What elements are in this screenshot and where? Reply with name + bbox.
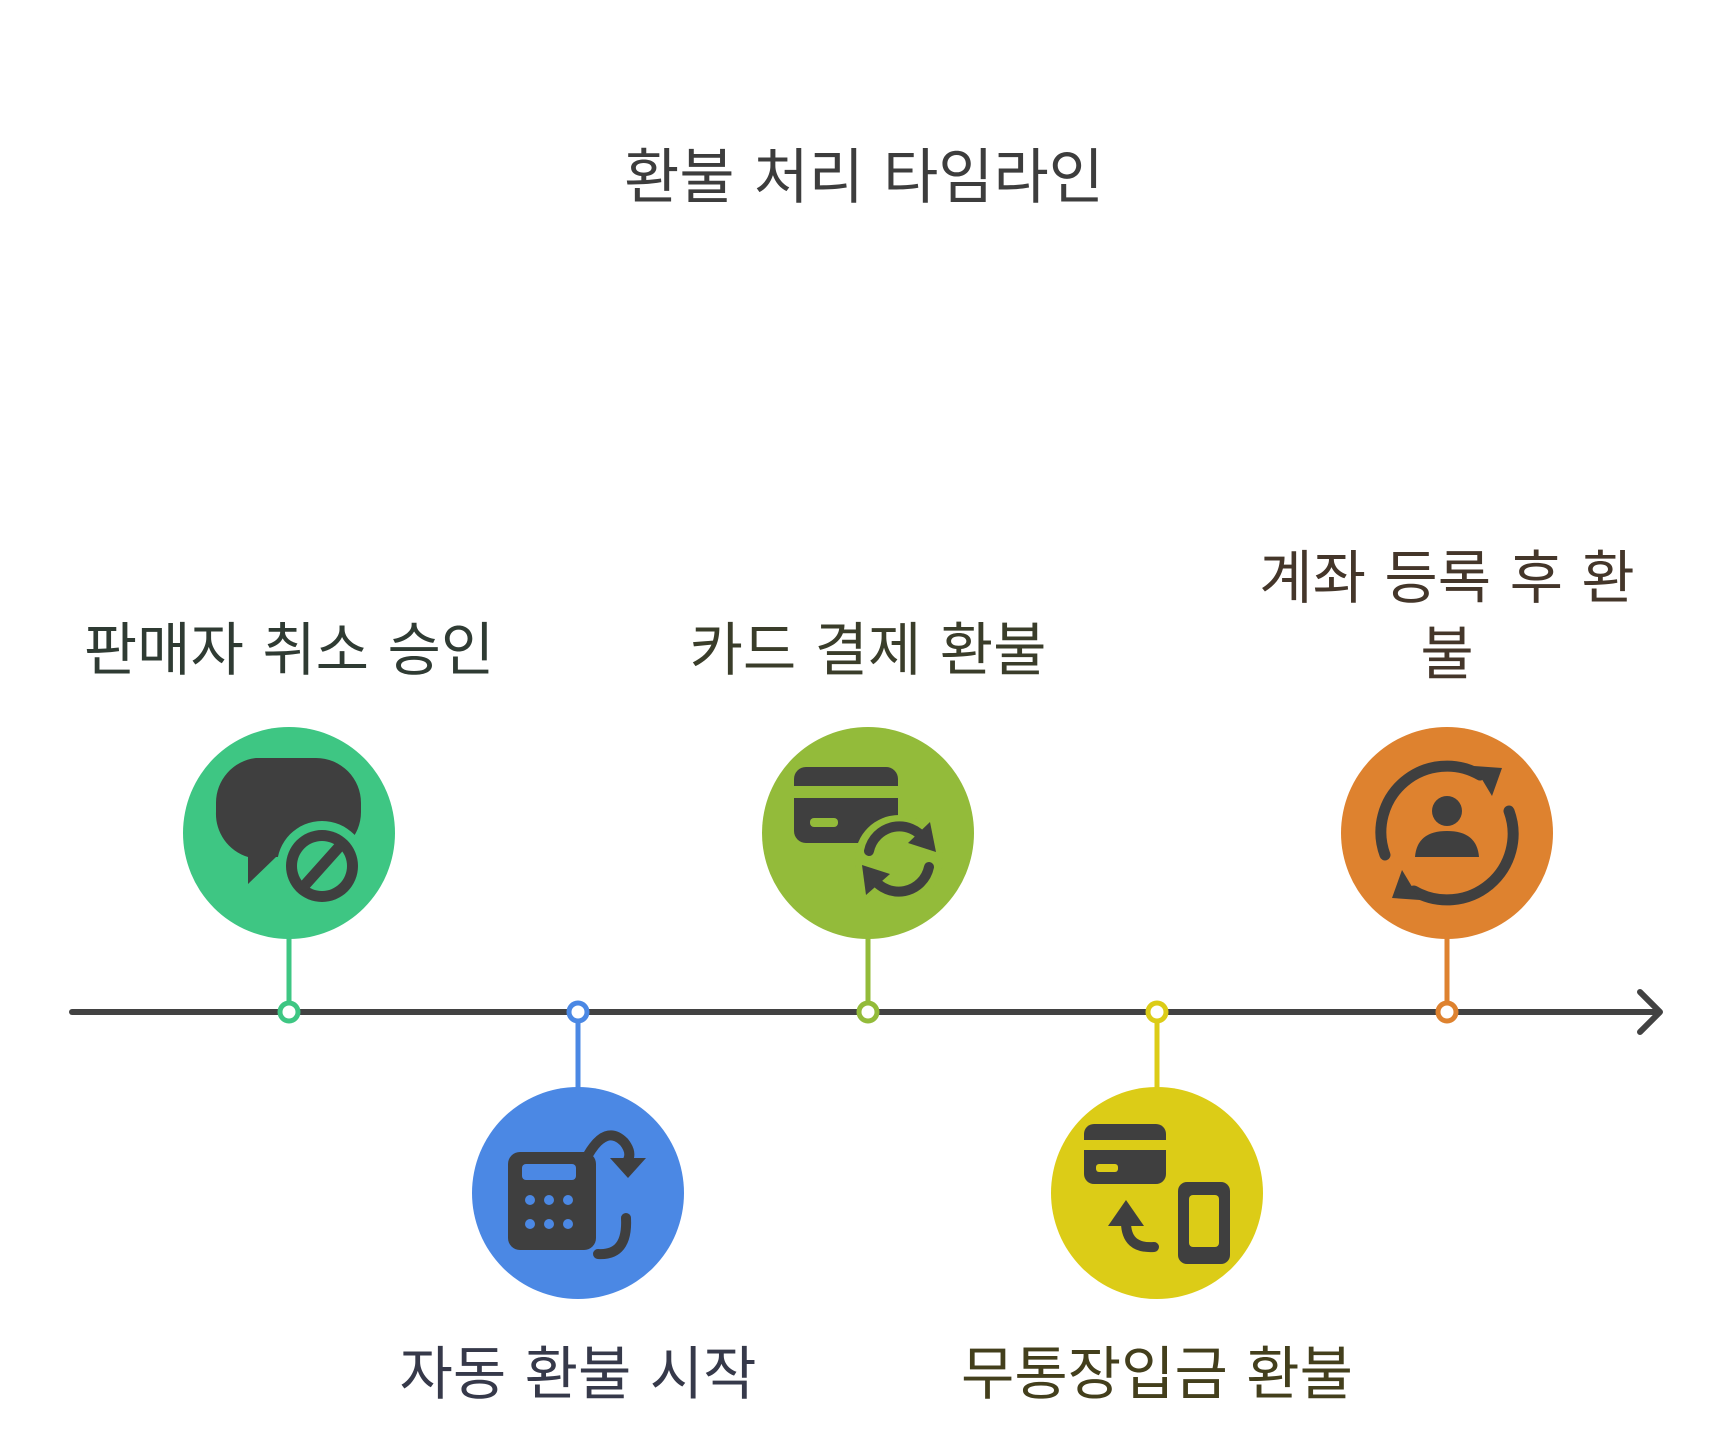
event-5-marker bbox=[1435, 1000, 1459, 1024]
event-3-marker bbox=[856, 1000, 880, 1024]
chat-block-icon bbox=[215, 758, 367, 911]
account-cycle-icon bbox=[1375, 760, 1519, 906]
axis-arrowhead bbox=[1637, 989, 1663, 1035]
event-3-label: 카드 결제 환불 bbox=[689, 616, 1047, 684]
event-4-marker bbox=[1145, 1000, 1169, 1024]
event-4-label: 무통장입금 환불 bbox=[961, 1340, 1353, 1408]
calculator-refund-icon bbox=[508, 1130, 646, 1260]
event-2-label: 자동 환불 시작 bbox=[399, 1340, 757, 1408]
event-5 bbox=[1341, 727, 1553, 1024]
event-3 bbox=[762, 727, 974, 1024]
event-2 bbox=[472, 1000, 684, 1299]
event-4-circle bbox=[1051, 1087, 1263, 1299]
event-1-label: 판매자 취소 승인 bbox=[83, 616, 495, 684]
event-4 bbox=[1051, 1000, 1263, 1299]
card-refresh-icon bbox=[794, 767, 943, 903]
event-2-marker bbox=[566, 1000, 590, 1024]
card-phone-transfer-icon bbox=[1084, 1124, 1230, 1264]
event-5-label: 계좌 등록 후 환불 bbox=[1259, 544, 1635, 688]
page-title: 환불 처리 타임라인 bbox=[624, 143, 1104, 213]
event-1-marker bbox=[277, 1000, 301, 1024]
event-1 bbox=[183, 727, 395, 1024]
